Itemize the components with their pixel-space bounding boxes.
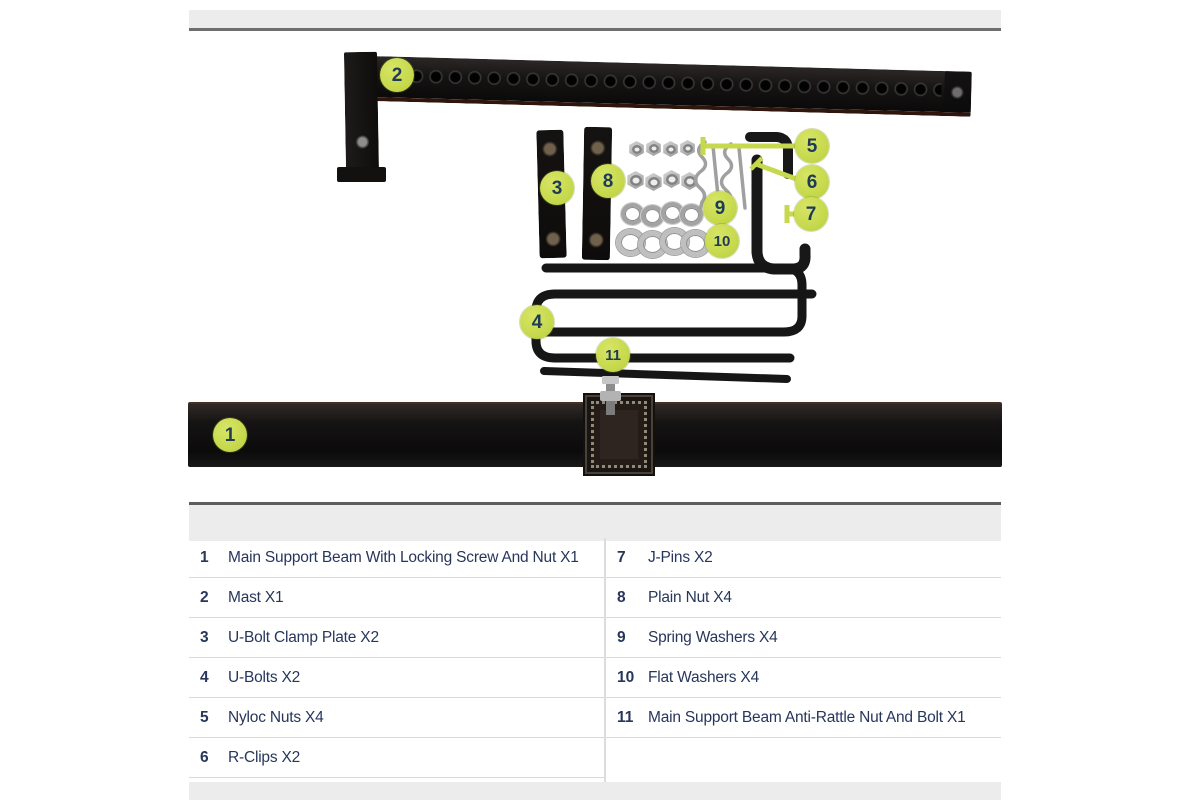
callout-number: 5 (806, 135, 818, 157)
part-number: 4 (200, 668, 209, 686)
nyloc-nut (662, 141, 679, 157)
part-label: Nyloc Nuts X4 (228, 708, 324, 726)
callout-number: 9 (714, 197, 726, 219)
parts-table-row: 3 U-Bolt Clamp Plate X2 (189, 618, 604, 658)
mast-hitch-bracket (343, 51, 380, 175)
part-number: 7 (617, 548, 626, 566)
plain-nut (662, 170, 681, 188)
part-number: 5 (200, 708, 209, 726)
parts-list-table: 1 Main Support Beam With Locking Screw A… (189, 538, 1001, 782)
callout-badge-mast: 2 (380, 58, 414, 92)
callout-number: 3 (551, 177, 563, 199)
top-divider-bar (189, 10, 1001, 31)
nyloc-nut (679, 140, 696, 156)
callout-number: 2 (391, 64, 403, 86)
callout-number: 11 (605, 346, 621, 364)
callout-badge-r-clips: 6 (795, 165, 829, 199)
mast-hitch-foot (337, 167, 386, 182)
callout-badge-anti-rattle-nut-and-bolt: 11 (596, 338, 630, 372)
mast-bar (368, 56, 972, 117)
part-number: 11 (617, 708, 634, 726)
mast-holes (386, 56, 942, 112)
part-number: 1 (200, 548, 209, 566)
spring-washer (680, 204, 703, 226)
parts-table-left-column: 1 Main Support Beam With Locking Screw A… (189, 538, 604, 782)
mast-end-cap (943, 71, 972, 113)
callout-badge-spring-washers: 9 (703, 191, 737, 225)
part-number: 6 (200, 748, 209, 766)
callout-number: 10 (713, 232, 731, 250)
callout-number: 4 (531, 311, 543, 333)
part-label: Flat Washers X4 (648, 668, 759, 686)
plain-nut (680, 172, 699, 190)
parts-table-row: 8 Plain Nut X4 (606, 578, 1001, 618)
part-label: U-Bolt Clamp Plate X2 (228, 628, 379, 646)
plain-nut (644, 173, 663, 191)
part-label: U-Bolts X2 (228, 668, 301, 686)
bottom-divider-bar (189, 782, 1001, 800)
part-label: J-Pins X2 (648, 548, 713, 566)
socket-opening (600, 410, 638, 459)
nyloc-nut (628, 141, 645, 157)
callout-number: 8 (602, 170, 614, 192)
callout-badge-j-pins: 7 (794, 197, 828, 231)
parts-table-row: 10 Flat Washers X4 (606, 658, 1001, 698)
parts-table-row: 2 Mast X1 (189, 578, 604, 618)
u-bolt-icon (531, 263, 817, 383)
mid-divider-bar (189, 502, 1001, 541)
part-label: R-Clips X2 (228, 748, 301, 766)
parts-table-row: 6 R-Clips X2 (189, 738, 604, 778)
part-label: Spring Washers X4 (648, 628, 778, 646)
part-number: 8 (617, 588, 626, 606)
part-label: Main Support Beam Anti-Rattle Nut And Bo… (648, 708, 966, 726)
plain-nut (626, 171, 645, 189)
callout-badge-u-bolt-clamp-plate: 3 (540, 171, 574, 205)
callout-badge-plain-nuts: 8 (591, 164, 625, 198)
part-label: Plain Nut X4 (648, 588, 732, 606)
parts-table-right-column: 7 J-Pins X2 8 Plain Nut X4 9 Spring Wash… (604, 538, 1001, 782)
part-label: Mast X1 (228, 588, 284, 606)
part-number: 9 (617, 628, 626, 646)
callout-badge-main-support-beam: 1 (213, 418, 247, 452)
part-number: 2 (200, 588, 209, 606)
parts-table-row: 9 Spring Washers X4 (606, 618, 1001, 658)
parts-table-row: 4 U-Bolts X2 (189, 658, 604, 698)
callout-number: 6 (806, 171, 818, 193)
part-number: 10 (617, 668, 635, 686)
part-number: 3 (200, 628, 209, 646)
beam-receiver-socket (585, 395, 653, 474)
callout-badge-flat-washers: 10 (705, 224, 739, 258)
nyloc-nut (645, 140, 662, 156)
callout-badge-nyloc-nuts: 5 (795, 129, 829, 163)
parts-table-row: 5 Nyloc Nuts X4 (189, 698, 604, 738)
callout-number: 7 (805, 203, 817, 225)
parts-table-row: 1 Main Support Beam With Locking Screw A… (189, 538, 604, 578)
parts-table-row: 7 J-Pins X2 (606, 538, 1001, 578)
part-label: Main Support Beam With Locking Screw And… (228, 548, 579, 566)
callout-number: 1 (224, 424, 236, 446)
callout-badge-u-bolts: 4 (520, 305, 554, 339)
parts-table-row: 11 Main Support Beam Anti-Rattle Nut And… (606, 698, 1001, 738)
